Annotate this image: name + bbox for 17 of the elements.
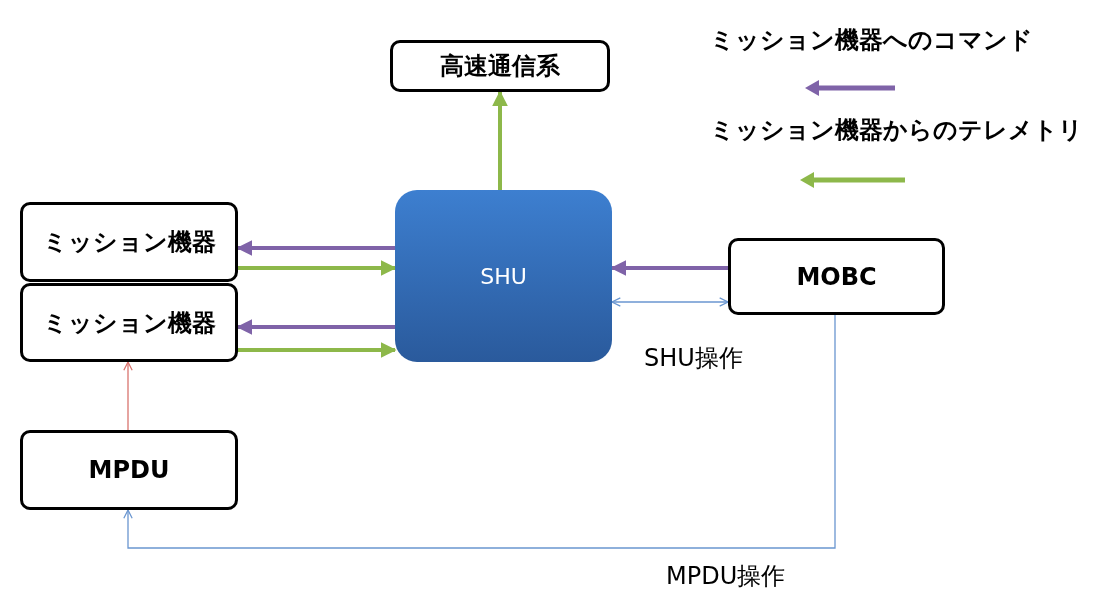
legend-text: ミッション機器へのコマンド bbox=[710, 25, 1033, 56]
process-box: ミッション機器 bbox=[20, 283, 238, 362]
process-box: MPDU bbox=[20, 430, 238, 510]
arrow bbox=[492, 90, 508, 190]
arrow bbox=[123, 361, 133, 431]
arrow bbox=[238, 342, 397, 358]
process-box: 高速通信系 bbox=[390, 40, 610, 92]
process-box: MOBC bbox=[728, 238, 945, 315]
arrow bbox=[238, 260, 397, 276]
arrow bbox=[123, 314, 836, 549]
arrow bbox=[236, 240, 395, 256]
process-box: ミッション機器 bbox=[20, 202, 238, 282]
process-block: SHU bbox=[395, 190, 612, 362]
arrow bbox=[610, 260, 728, 276]
arrow bbox=[236, 319, 395, 335]
arrow bbox=[611, 297, 729, 307]
legend-text: ミッション機器からのテレメトリ bbox=[710, 115, 1083, 146]
